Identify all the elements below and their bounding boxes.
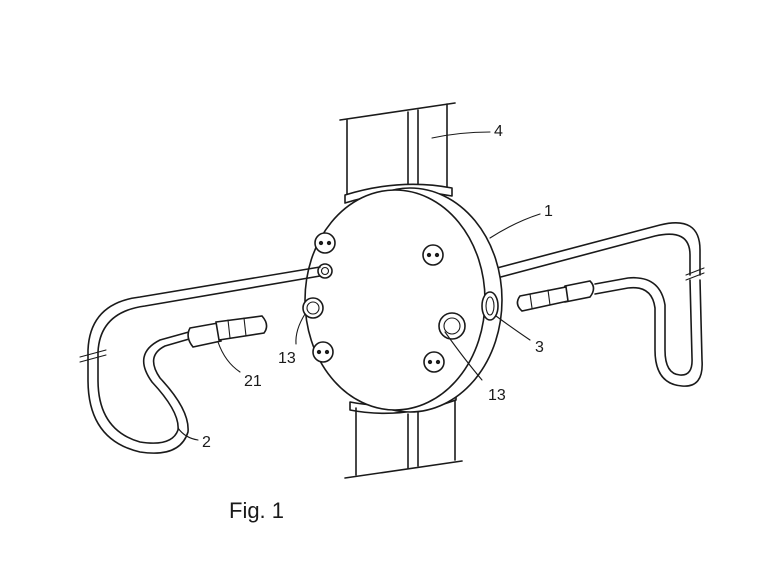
numeral-13-right: 13 bbox=[488, 387, 506, 404]
housing-ports bbox=[302, 232, 499, 373]
numeral-4: 4 bbox=[494, 123, 503, 140]
connector-left bbox=[187, 315, 268, 348]
numeral-13-left: 13 bbox=[278, 350, 296, 367]
figure-caption: Fig. 1 bbox=[229, 498, 284, 523]
cable-right bbox=[496, 221, 705, 387]
numeral-2: 2 bbox=[202, 434, 211, 451]
reference-numerals: 4 1 3 13 13 21 2 bbox=[202, 123, 553, 451]
numeral-21: 21 bbox=[244, 373, 262, 390]
numeral-3: 3 bbox=[535, 339, 544, 356]
connector-right bbox=[516, 280, 595, 312]
housing bbox=[304, 187, 503, 413]
numeral-1: 1 bbox=[544, 203, 553, 220]
post-upper bbox=[339, 102, 456, 204]
leader-lines bbox=[177, 131, 541, 441]
cable-left bbox=[79, 266, 321, 454]
